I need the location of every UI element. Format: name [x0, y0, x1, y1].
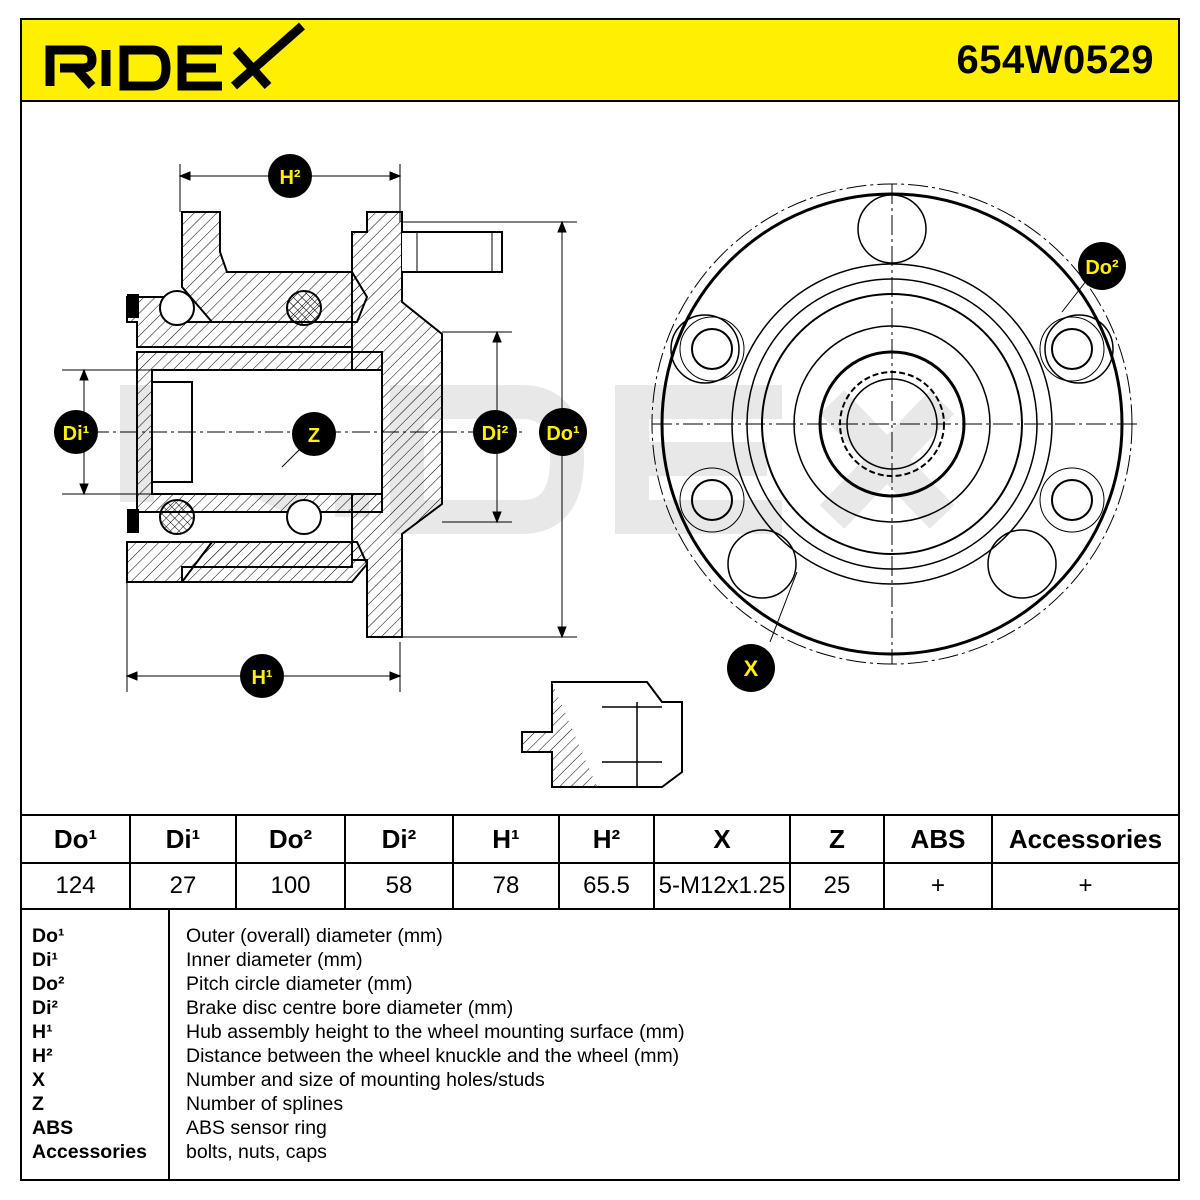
- legend-term: Di¹: [32, 949, 58, 971]
- svg-text:Do¹: Do¹: [546, 423, 580, 445]
- col-header: Di²: [345, 816, 454, 864]
- svg-text:Di²: Di²: [482, 423, 509, 445]
- legend: Do¹ Outer (overall) diameter (mm) Di¹ In…: [22, 910, 1178, 1179]
- badge-di1: Di¹: [54, 410, 98, 454]
- spec-value: 124: [22, 863, 131, 908]
- ridex-logo: [40, 22, 320, 103]
- legend-term: H¹: [32, 1021, 53, 1043]
- dimension-lines: [62, 164, 577, 692]
- legend-desc: Outer (overall) diameter (mm): [186, 925, 443, 947]
- hub-section-view: [62, 211, 522, 638]
- wheel-nut-drawing: [521, 681, 683, 788]
- spec-value: 5-M12x1.25: [654, 863, 791, 908]
- spec-value: +: [1078, 872, 1093, 899]
- badge-h1: H¹: [240, 654, 284, 698]
- col-header: Do¹: [22, 816, 131, 864]
- part-number: 654W0529: [956, 38, 1154, 82]
- col-header: Accessories: [992, 816, 1178, 864]
- legend-term: X: [32, 1069, 46, 1091]
- svg-text:H²: H²: [279, 167, 300, 189]
- legend-term: H²: [32, 1045, 53, 1067]
- legend-desc: Hub assembly height to the wheel mountin…: [186, 1021, 685, 1043]
- legend-desc: Distance between the wheel knuckle and t…: [186, 1045, 680, 1067]
- technical-drawing: H² H¹ Di¹ Z Di² Do¹: [22, 102, 1178, 814]
- svg-text:Do²: Do²: [1085, 257, 1119, 279]
- spec-value: 58: [345, 863, 454, 908]
- legend-term: Di²: [32, 997, 58, 1019]
- specs-table: Do¹ Di¹ Do² Di² H¹ H² X Z ABS Accessorie…: [22, 814, 1178, 910]
- legend-desc: Inner diameter (mm): [186, 949, 363, 971]
- col-header: X: [654, 816, 791, 864]
- svg-text:Di¹: Di¹: [63, 423, 90, 445]
- hub-front-view: [651, 183, 1140, 665]
- ridex-logo-mark: [45, 22, 305, 91]
- col-header: Do²: [236, 816, 346, 864]
- datasheet: 654W0529: [20, 18, 1180, 1181]
- legend-desc: Number and size of mounting holes/studs: [186, 1069, 545, 1091]
- legend-term: ABS: [32, 1117, 74, 1139]
- specs-value-row: 124 27 100 58 78 65.5 5-M12x1.25 25 + +: [22, 863, 1178, 908]
- col-header: H¹: [453, 816, 560, 864]
- col-header: Z: [790, 816, 885, 864]
- legend-desc: Brake disc centre bore diameter (mm): [186, 997, 514, 1019]
- badge-z: Z: [292, 412, 336, 456]
- col-header: Di¹: [130, 816, 237, 864]
- spec-value: 65.5: [559, 863, 655, 908]
- svg-text:X: X: [744, 656, 759, 681]
- legend-divider: [168, 910, 170, 1179]
- badge-h2: H²: [268, 154, 312, 198]
- badge-x: X: [727, 644, 775, 692]
- legend-term: Do²: [32, 973, 65, 995]
- spec-value: +: [884, 863, 993, 908]
- svg-text:H¹: H¹: [251, 667, 272, 689]
- hub-drawing-svg: H² H¹ Di¹ Z Di² Do¹: [54, 154, 1140, 788]
- legend-desc: ABS sensor ring: [186, 1117, 327, 1139]
- legend-desc: bolts, nuts, caps: [186, 1141, 327, 1163]
- spec-value: 25: [790, 863, 885, 908]
- badge-di2: Di²: [473, 410, 517, 454]
- legend-desc: Number of splines: [186, 1093, 344, 1115]
- badge-do1: Do¹: [539, 408, 587, 456]
- legend-desc: Pitch circle diameter (mm): [186, 973, 413, 995]
- col-header: ABS: [884, 816, 993, 864]
- spec-value: 27: [130, 863, 237, 908]
- legend-term: Accessories: [32, 1141, 147, 1163]
- col-header: H²: [559, 816, 655, 864]
- spec-value: 100: [236, 863, 346, 908]
- badge-do2: Do²: [1078, 242, 1126, 290]
- legend-term: Z: [32, 1093, 44, 1115]
- specs-header-row: Do¹ Di¹ Do² Di² H¹ H² X Z ABS Accessorie…: [22, 816, 1178, 864]
- spec-value: 78: [453, 863, 560, 908]
- svg-text:Z: Z: [308, 425, 320, 447]
- legend-term: Do¹: [32, 925, 65, 947]
- header-bar: 654W0529: [22, 20, 1178, 102]
